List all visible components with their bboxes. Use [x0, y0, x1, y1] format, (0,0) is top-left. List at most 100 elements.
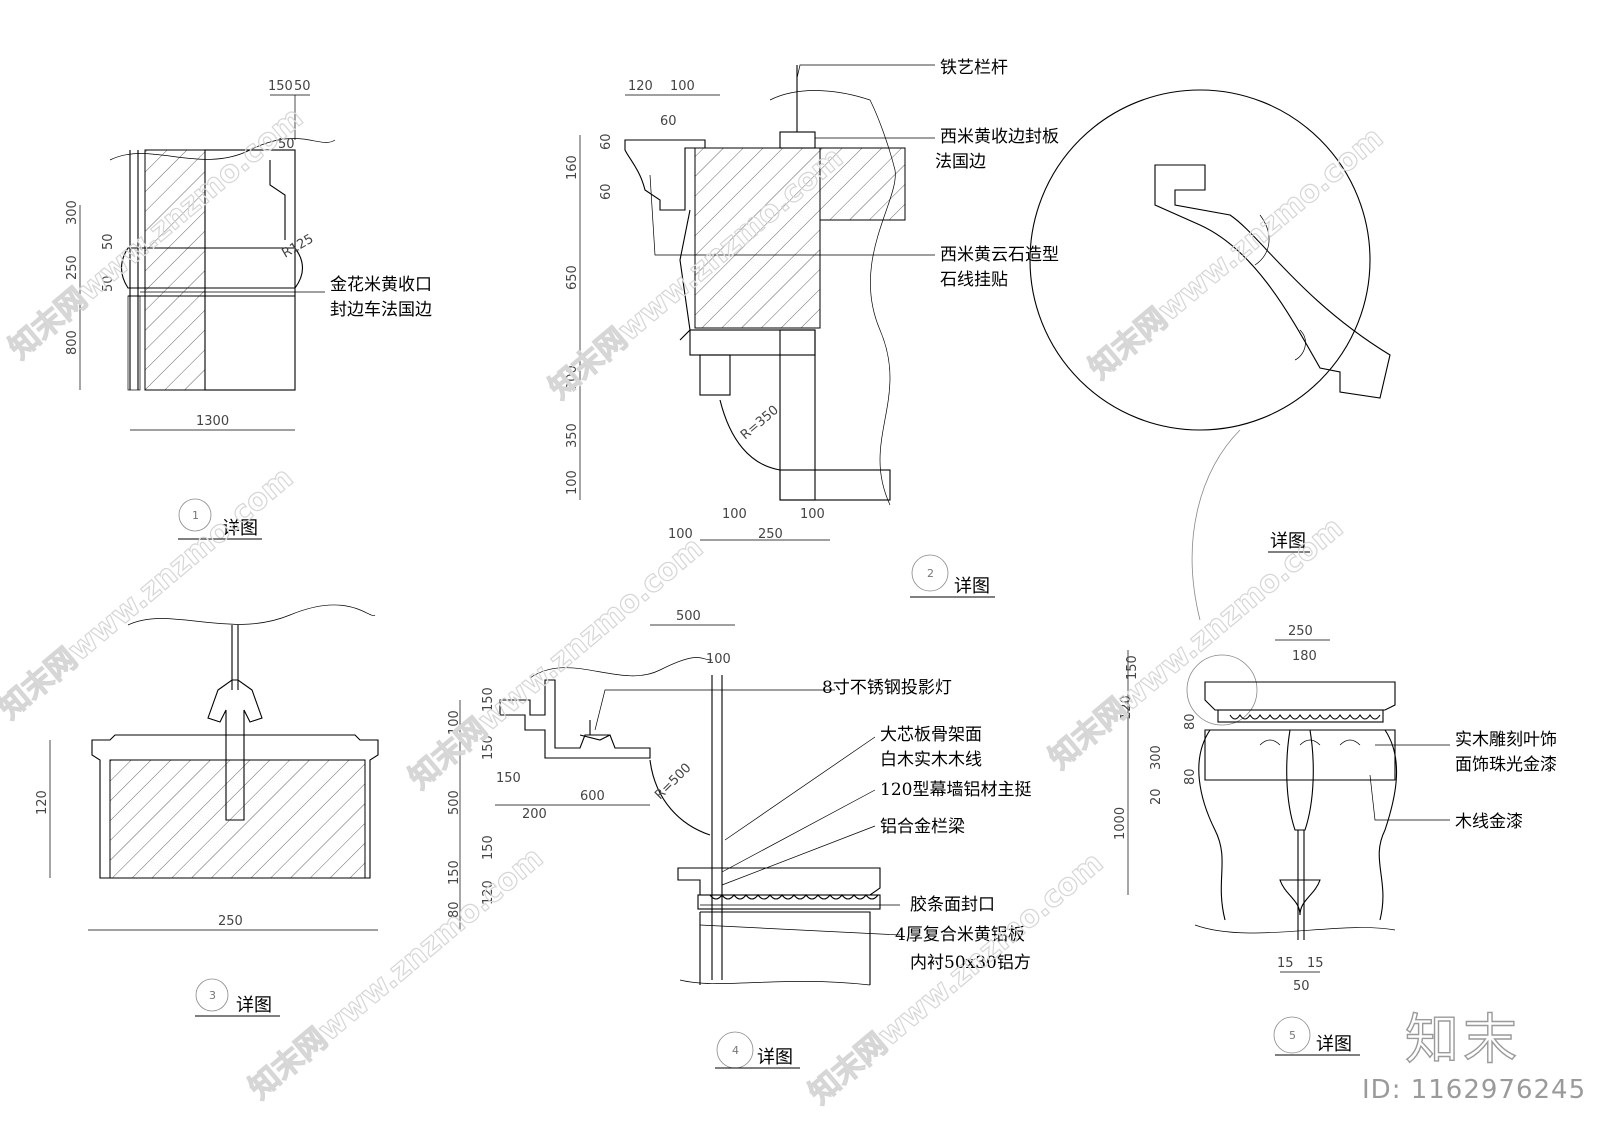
detail-caption: 详图: [954, 576, 990, 597]
dim-left-3: 250: [65, 255, 80, 280]
dim-left-5: 800: [65, 330, 80, 355]
wall-section: [144, 149, 206, 391]
dim-left-5: 80: [1183, 768, 1198, 785]
detail-caption: 详图: [1270, 531, 1306, 552]
column-body: [699, 911, 871, 985]
dim-left-5: 200: [565, 365, 580, 390]
dim-left-3: 150: [481, 735, 496, 760]
capital-top: [1204, 681, 1396, 711]
stone-core: [109, 759, 366, 879]
dim-bottom-1: 15: [1277, 956, 1294, 971]
cornice-molding-profile: [1154, 164, 1391, 399]
detail-caption: 详图: [236, 995, 272, 1016]
label-5: 石线挂贴: [940, 270, 1008, 290]
dim-top-2: 100: [706, 652, 731, 667]
detail-enlarged: 详图: [1029, 89, 1391, 621]
dim-bottom-2: 100: [800, 507, 825, 522]
detail-number: 5: [1289, 1029, 1296, 1042]
label-8: 内衬50x30铝方: [910, 953, 1031, 973]
label-2: 面饰珠光金漆: [1455, 755, 1557, 775]
detail-caption: 详图: [222, 518, 258, 539]
leader-line: [721, 789, 876, 873]
dim-left-2: 120: [1119, 695, 1134, 720]
dim-bottom-2: 15: [1307, 956, 1324, 971]
dim-top-1: 500: [676, 609, 701, 624]
dim-bottom-1: 250: [218, 914, 243, 929]
dim-left-7: 120: [481, 880, 496, 905]
leader-line: [724, 736, 876, 841]
detail-2: 120 100 60 60 160 60 650 200 350 100 100…: [565, 58, 1059, 598]
leader-line: [699, 924, 901, 936]
dim-left-5: 150: [481, 835, 496, 860]
dim-top-2: 100: [670, 79, 695, 94]
detail-number-circle: [1273, 1016, 1311, 1054]
leader-curve: [1191, 429, 1241, 621]
dim-left-3: 60: [599, 183, 614, 200]
label-3: 法国边: [935, 152, 986, 172]
carved-leaf: [1286, 729, 1314, 831]
dim-left-6: 20: [1149, 788, 1164, 805]
leader-line: [1369, 774, 1450, 821]
detail-4: 500 100 150 100 150 500 150 150 120 80 1…: [447, 609, 1031, 1069]
detail-3: 120 250 3 详图: [35, 604, 379, 1017]
bead-molding: [709, 894, 879, 900]
stone-block: [694, 147, 821, 329]
leader-line: [594, 689, 835, 731]
detail-number: 1: [192, 509, 199, 522]
label-2: 大芯板骨架面: [880, 725, 982, 745]
dim-left-1: 150: [1125, 655, 1140, 680]
image-id-label: ID: 1162976245: [1362, 1075, 1587, 1105]
dim-left-8: 80: [447, 901, 462, 918]
dim-top-1: 250: [1288, 624, 1313, 639]
volute-left: [1198, 729, 1226, 921]
dim-left-4: 300: [1149, 745, 1164, 770]
watermark-text: 知末网www.znzmo.com: [403, 530, 710, 796]
dim-left-4: 50: [101, 275, 116, 292]
detail-number-circle: [911, 554, 949, 592]
dim-left-6: 150: [447, 860, 462, 885]
dim-bottom-4: 250: [758, 527, 783, 542]
dim-left-6: 350: [565, 423, 580, 448]
label-1: 铁艺栏杆: [940, 58, 1008, 78]
dim-left-2: 50: [101, 233, 116, 250]
label-6: 胶条面封口: [910, 895, 995, 915]
column-shaft: [204, 149, 296, 391]
label-3: 木线金漆: [1455, 812, 1523, 832]
dim-bottom-1: 100: [722, 507, 747, 522]
detail-number: 2: [927, 567, 934, 580]
arc: [719, 399, 781, 471]
label-7: 4厚复合米黄铝板: [895, 925, 1025, 945]
detail-caption: 详图: [757, 1047, 793, 1068]
column-profile: [269, 160, 286, 240]
bead-molding: [1229, 713, 1381, 720]
dim-bottom-1: 1300: [196, 414, 229, 429]
dim-left-1: 60: [599, 133, 614, 150]
zoom-circle: [1029, 89, 1371, 431]
watermark-text: 知末网www.znzmo.com: [243, 840, 550, 1106]
detail-1: 150 50 50 300 50 250 50 800 1300 R125 金花…: [65, 79, 432, 540]
leader-line: [721, 825, 876, 886]
watermark-text: 知末网www.znzmo.com: [803, 845, 1110, 1111]
leader-line: [649, 174, 935, 256]
dim-left-1: 300: [65, 200, 80, 225]
leaf-pendant: [1279, 879, 1321, 916]
dim-left-7: 1000: [1113, 807, 1128, 840]
dim-mid-2: 600: [580, 789, 605, 804]
cap-molding: [677, 867, 881, 896]
label-4: 120型幕墙铝材主挺: [880, 780, 1031, 800]
dim-bottom-3: 50: [1293, 979, 1310, 994]
label-1: 金花米黄收口: [330, 275, 432, 295]
watermark-text: 知末网www.znzmo.com: [1043, 510, 1350, 776]
dim-left-3: 80: [1183, 713, 1198, 730]
label-5: 铝合金栏梁: [880, 817, 965, 837]
dim-left-2: 160: [565, 155, 580, 180]
label-1: 8寸不锈钢投影灯: [822, 678, 952, 698]
arc: [649, 759, 711, 836]
volute-right: [1378, 729, 1398, 921]
detail-number-circle: [195, 978, 229, 1012]
projector-lamp: [579, 720, 611, 741]
label-2: 西米黄收边封板: [940, 127, 1059, 147]
label-3: 白木实木木线: [880, 750, 982, 770]
baluster-spike: [207, 679, 263, 821]
